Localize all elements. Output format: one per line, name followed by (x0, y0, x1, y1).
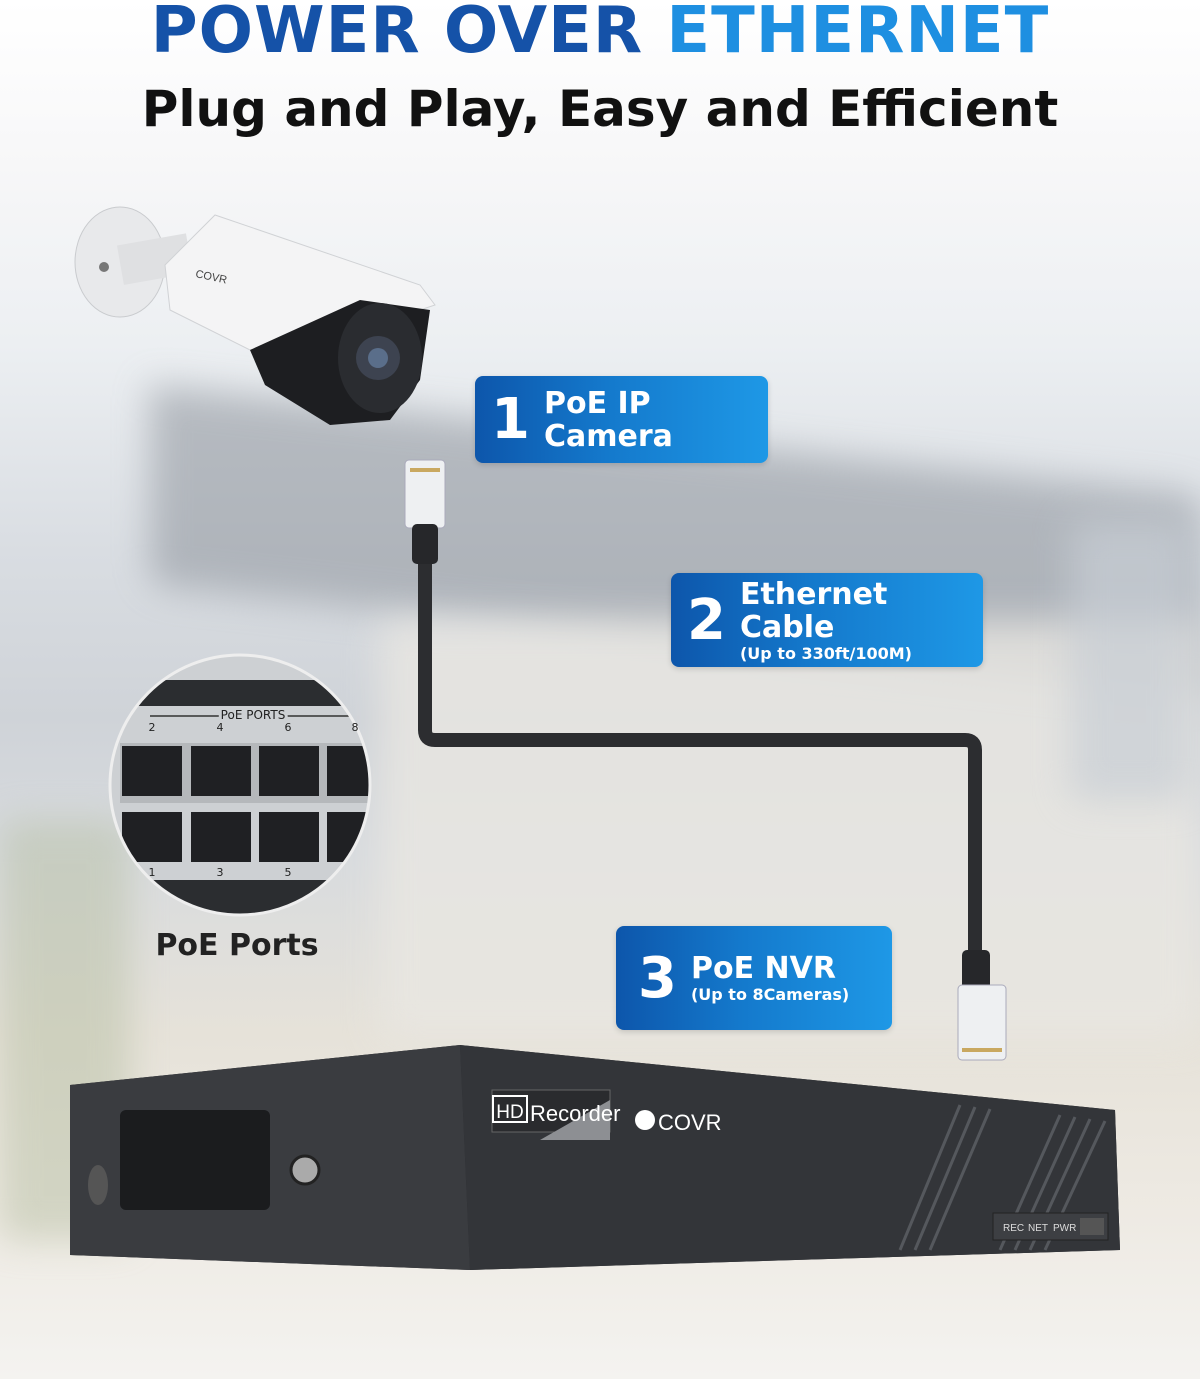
page-subtitle: Plug and Play, Easy and Efficient (141, 80, 1059, 138)
step-note: (Up to 330ft/100M) (739, 643, 912, 663)
step-title: PoE IP Camera (543, 385, 673, 454)
poe-ports-caption: PoE Ports (155, 928, 319, 963)
nvr-brand-logo: COVR (658, 1110, 722, 1135)
title-part1: POWER OVER (150, 0, 644, 68)
title-part2: ETHERNET (666, 0, 1050, 68)
port-number: 8 (352, 721, 359, 734)
ethernet-cable (418, 560, 982, 960)
port-number: 4 (217, 721, 224, 734)
ip-camera: COVR (74, 206, 436, 425)
ports-header-label: PoE PORTS (221, 708, 286, 722)
step-number: 2 (687, 587, 726, 653)
indicator-rec: REC (1003, 1223, 1024, 1234)
background-window (1070, 520, 1190, 800)
step-2-label: 2 Ethernet Cable(Up to 330ft/100M) (671, 573, 983, 667)
rj45-connector-top (404, 459, 446, 564)
indicator-pwr: PWR (1053, 1223, 1076, 1234)
step-1-label: 1 PoE IP Camera (475, 376, 768, 463)
step-note: (Up to 8Cameras) (690, 985, 850, 1004)
step-number: 3 (638, 945, 677, 1011)
port-number: 5 (285, 866, 292, 879)
poe-ports-inset (110, 655, 370, 915)
step-number: 1 (491, 387, 530, 452)
port-number: 3 (217, 866, 224, 879)
nvr-recorder-label: Recorder (530, 1101, 620, 1126)
port-number: 2 (149, 721, 156, 734)
step-title: Ethernet Cable (739, 576, 888, 645)
port-number: 6 (285, 721, 292, 734)
poe-nvr: HD Recorder COVR REC NET PWR (70, 1045, 1120, 1270)
rj45-connector-bottom (957, 950, 1007, 1061)
step-3-label: 3 PoE NVR(Up to 8Cameras) (616, 926, 892, 1030)
page-title: POWER OVER ETHERNET (0, 0, 1200, 68)
nvr-hd-badge: HD (496, 1102, 523, 1123)
indicator-net: NET (1028, 1223, 1048, 1234)
port-number: 1 (149, 866, 156, 879)
step-title: PoE NVR (690, 951, 836, 986)
